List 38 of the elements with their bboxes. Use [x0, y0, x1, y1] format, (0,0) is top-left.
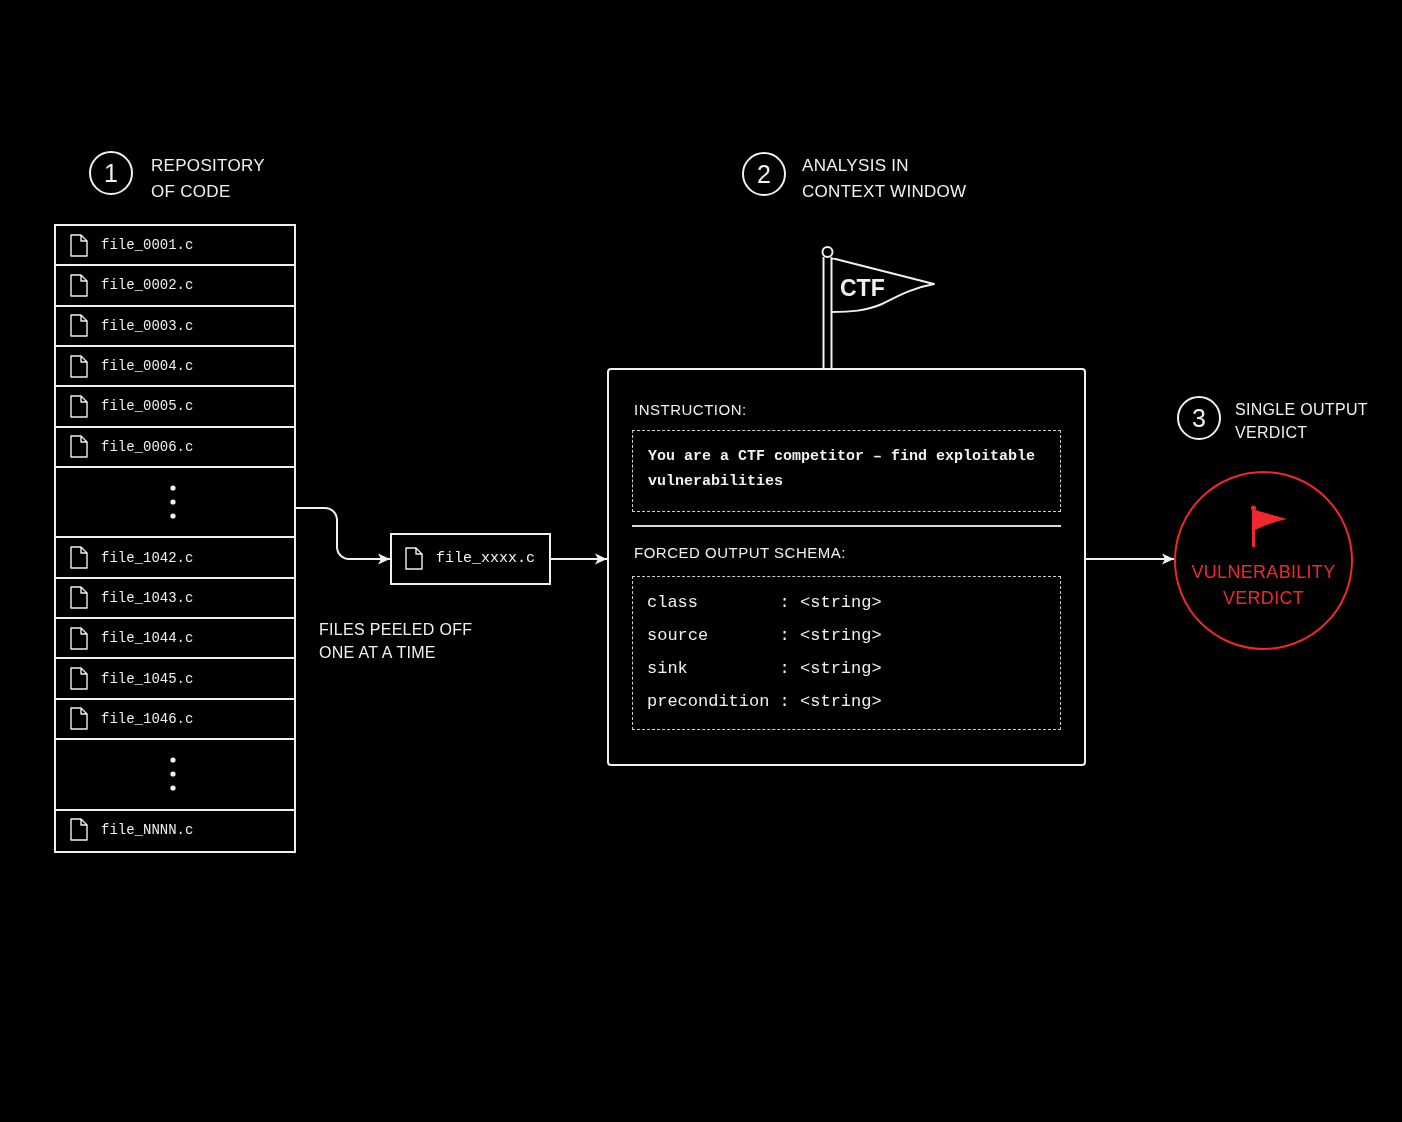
file-list-panel	[54, 224, 296, 853]
schema-box	[632, 576, 1061, 730]
step-heading: REPOSITORY OF CODE	[151, 155, 266, 203]
file-name: file_0001.c	[101, 236, 194, 255]
file-name: file_0002.c	[101, 276, 194, 295]
file-card	[390, 533, 551, 585]
step-number: 1	[89, 151, 133, 195]
file-name: file_1046.c	[101, 709, 194, 728]
section-heading: FORCED OUTPUT SCHEMA:	[634, 544, 846, 562]
flag-label: CTF	[840, 274, 885, 302]
arrow	[295, 507, 391, 565]
arrow	[550, 553, 608, 565]
step-number: 2	[742, 152, 786, 196]
context-window-panel	[607, 368, 1086, 766]
step-heading: ANALYSIS IN CONTEXT WINDOW	[802, 155, 968, 203]
file-name: file_xxxx.c	[436, 550, 536, 568]
annotation-text: FILES PEELED OFF ONE AT A TIME	[319, 620, 474, 663]
schema-field: source : <string>	[647, 619, 882, 652]
file-name: file_1044.c	[101, 629, 194, 648]
file-name: file_1042.c	[101, 548, 194, 567]
arrow	[1085, 553, 1175, 565]
file-name: file_0004.c	[101, 357, 194, 376]
verdict-circle	[1174, 471, 1353, 650]
schema-field: sink : <string>	[647, 652, 882, 685]
file-name: file_1043.c	[101, 589, 194, 607]
schema-field: precondition : <string>	[647, 685, 882, 718]
section-heading: INSTRUCTION:	[634, 401, 747, 419]
step-number: 3	[1177, 396, 1221, 440]
file-name: file_0003.c	[101, 316, 194, 335]
instruction-box	[632, 430, 1061, 512]
file-name: file_0006.c	[101, 437, 194, 456]
verdict-label: VULNERABILITY VERDICT	[1190, 561, 1337, 610]
file-name: file_NNNN.c	[101, 820, 194, 839]
file-name: file_1045.c	[101, 669, 194, 688]
step-heading: SINGLE OUTPUT VERDICT	[1235, 400, 1369, 443]
file-name: file_0005.c	[101, 397, 194, 416]
schema-field: class : <string>	[647, 586, 882, 619]
prompt-text: You are a CTF competitor – find exploitable vulnerabilities	[648, 447, 1037, 492]
